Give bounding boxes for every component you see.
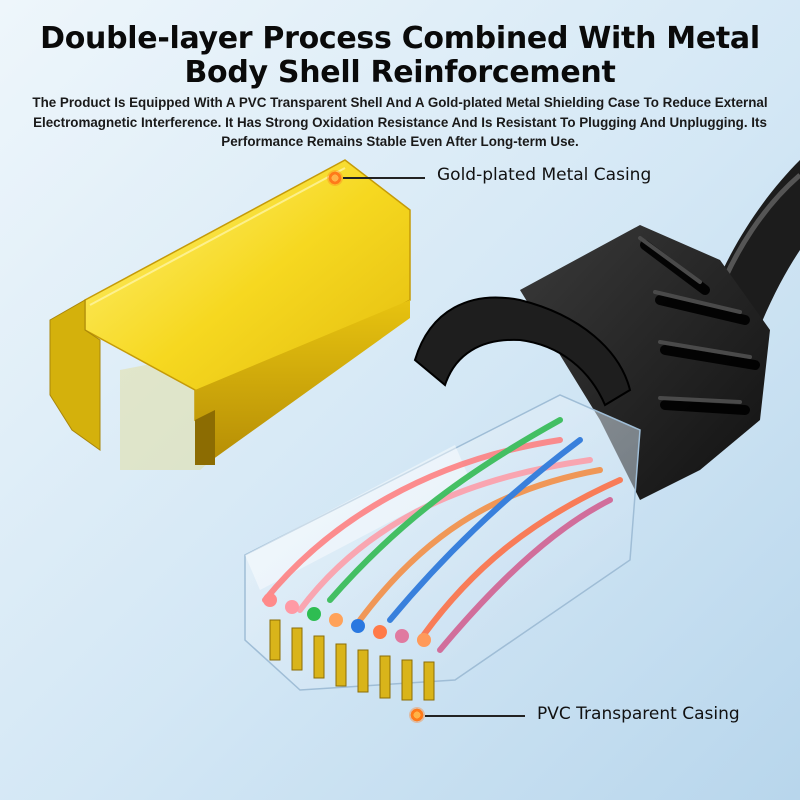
metal-casing-leader-line	[343, 177, 425, 179]
page-title: Double-layer Process Combined With Metal…	[40, 21, 760, 90]
metal-casing-callout: Gold-plated Metal Casing	[437, 165, 652, 185]
metal-casing-marker-icon	[327, 170, 343, 186]
shield-left-flap	[49, 299, 101, 451]
wire-ends	[263, 593, 431, 647]
connector-boot	[520, 225, 770, 500]
gold-metal-shield	[49, 159, 411, 465]
pvc-casing-callout: PVC Transparent Casing	[537, 704, 740, 724]
product-description: The Product Is Equipped With A PVC Trans…	[32, 95, 768, 149]
latch-clip	[413, 296, 632, 407]
shield-front-face	[195, 300, 410, 465]
pvc-casing-marker-icon	[409, 707, 425, 723]
gold-contacts	[269, 619, 435, 701]
shield-inner-flap	[195, 410, 215, 465]
pvc-casing-leader-line	[425, 715, 525, 717]
transparent-plug	[244, 394, 641, 701]
